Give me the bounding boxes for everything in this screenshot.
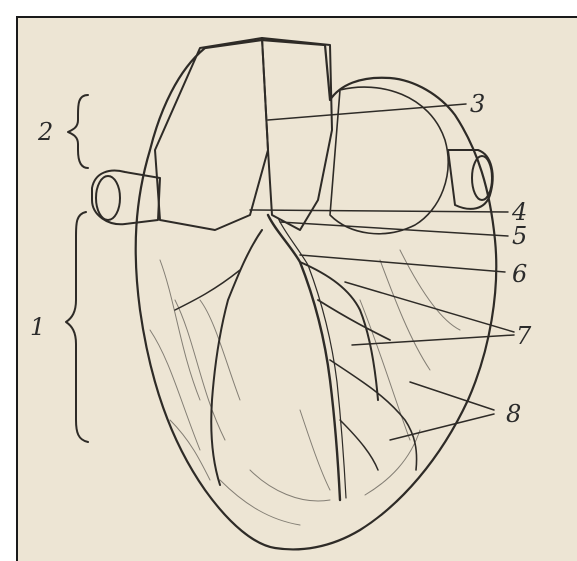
label-2: 2 — [37, 118, 53, 146]
leader-3 — [268, 104, 466, 120]
coronary-left-branch — [211, 230, 262, 485]
label-8: 8 — [506, 400, 521, 428]
leader-8a — [410, 382, 494, 410]
leader-6 — [300, 255, 505, 272]
coronary-right-branch-d — [340, 420, 378, 470]
coronary-right-branch-a — [300, 262, 378, 400]
leader-7b — [352, 335, 514, 345]
right-vessel-opening — [472, 156, 492, 200]
coronary-descending-inner — [278, 218, 346, 498]
label-6: 6 — [512, 260, 527, 288]
label-1: 1 — [30, 313, 45, 341]
leader-5 — [280, 222, 508, 236]
aorta-trunk — [155, 38, 268, 230]
label-3: 3 — [470, 90, 485, 118]
label-7: 7 — [516, 322, 532, 350]
label-5: 5 — [512, 222, 527, 250]
left-vessel-opening — [96, 176, 120, 220]
leader-4 — [250, 210, 508, 212]
pulmonary-trunk — [262, 38, 332, 230]
coronary-left-twig — [175, 270, 240, 310]
bracket-1 — [66, 212, 88, 442]
leader-7a — [345, 282, 514, 332]
bracket-2 — [68, 95, 88, 168]
